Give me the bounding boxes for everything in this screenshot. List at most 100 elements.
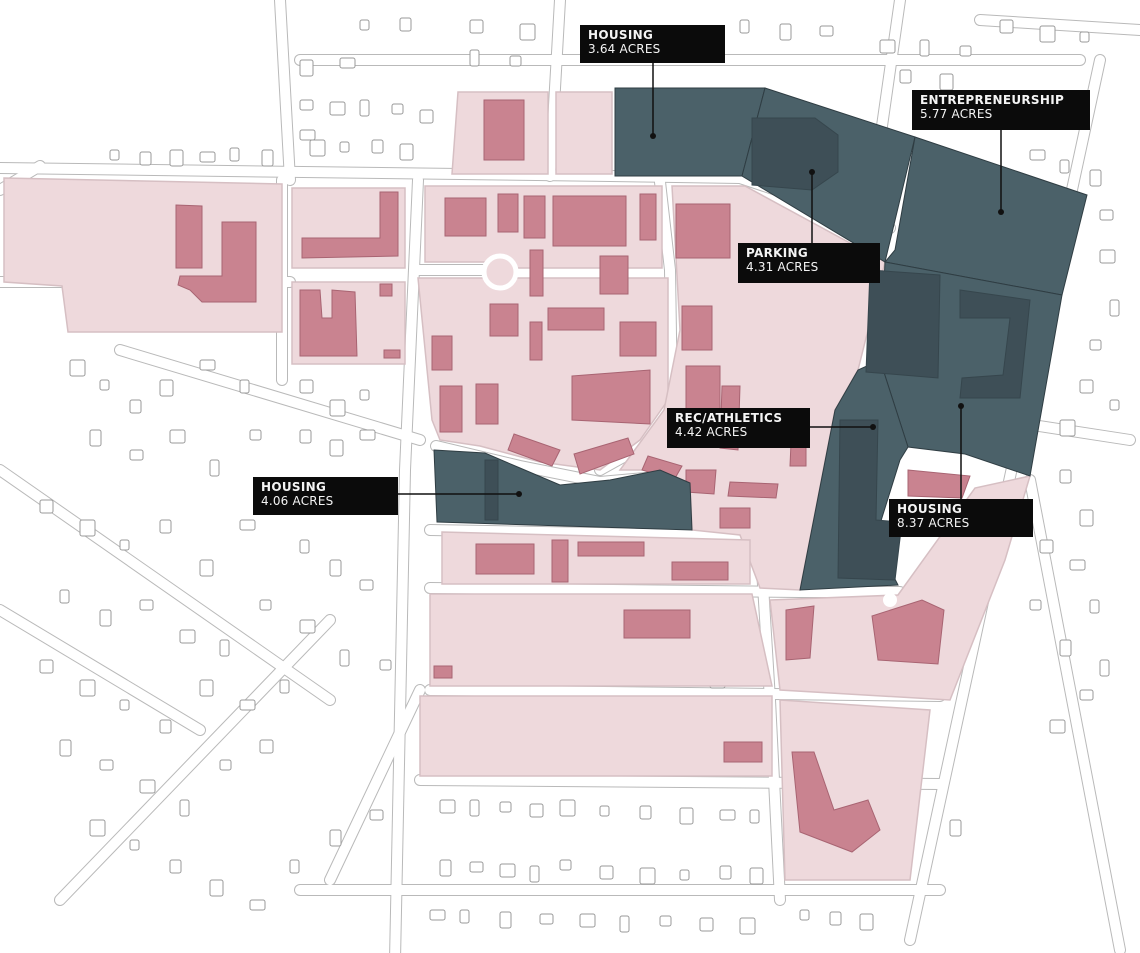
house-footprint [339,141,350,153]
house-footprint [89,819,106,837]
campus-building [489,303,519,337]
house-footprint [599,805,610,817]
house-footprint [309,139,326,157]
parcel-building [865,269,941,379]
house-footprint [1059,419,1076,437]
house-footprint [199,151,216,163]
house-footprint [169,859,182,874]
campus-building [475,543,535,575]
campus-building [175,204,203,269]
callout-housing-west: HOUSING 4.06 ACRES [253,477,398,515]
house-footprint [59,589,70,604]
house-footprint [899,69,912,84]
house-footprint [279,679,290,694]
house-footprint [679,869,690,881]
house-footprint [469,861,484,873]
house-footprint [1049,719,1066,734]
house-footprint [219,639,230,657]
house-footprint [779,23,792,41]
campus-building [529,249,544,297]
house-footprint [559,859,572,871]
house-footprint [199,359,216,371]
campus-building [907,469,971,499]
house-footprint [719,865,732,880]
campus-building [573,437,635,475]
road [875,0,905,145]
house-footprint [299,99,314,111]
campus-building [623,609,691,639]
house-footprint [289,859,300,874]
campus-building [571,369,651,425]
house-footprint [619,915,630,933]
house-footprint [429,909,446,921]
house-footprint [209,459,220,477]
campus-building [483,99,525,161]
campus-building [599,255,629,295]
house-footprint [259,739,274,754]
house-footprint [179,799,190,817]
house-footprint [209,879,224,897]
house-footprint [739,19,750,34]
parcel-housing-north [614,87,766,177]
callout-title: HOUSING [261,480,327,494]
house-footprint [519,23,536,41]
campus-building [785,605,815,661]
callout-title: PARKING [746,246,808,260]
callout-parking: PARKING 4.31 ACRES [738,243,880,283]
campus-building [523,195,546,239]
house-footprint [371,139,384,154]
house-footprint [579,913,596,928]
house-footprint [359,579,374,591]
house-footprint [139,599,154,611]
house-footprint [1029,149,1046,161]
house-footprint [529,865,540,883]
house-footprint [99,759,114,771]
callout-rec-athletics: REC/ATHLETICS 4.42 ACRES [667,408,810,448]
house-footprint [99,609,112,627]
leader-dot [809,169,815,175]
house-footprint [939,73,954,91]
house-footprint [359,389,370,401]
campus-building [497,193,519,233]
campus-building [685,365,721,411]
house-footprint [1099,249,1116,264]
campus-building [547,307,605,331]
callout-acreage: 4.42 ACRES [675,425,748,439]
house-footprint [999,19,1014,34]
house-footprint [69,359,86,377]
road [55,615,335,905]
house-footprint [819,25,834,37]
house-footprint [1079,509,1094,527]
callout-housing-east: HOUSING 8.37 ACRES [889,499,1033,537]
leader-dot [516,491,522,497]
house-footprint [249,429,262,441]
house-footprint [359,19,370,31]
house-footprint [159,719,172,734]
campus-building [639,193,657,241]
house-footprint [1099,659,1110,677]
campus-building [507,433,561,467]
house-footprint [239,699,256,711]
house-footprint [199,559,214,577]
house-footprint [261,149,274,167]
road [115,345,425,445]
house-footprint [109,149,120,161]
house-footprint [749,867,764,885]
leader-dot [998,209,1004,215]
house-footprint [1059,469,1072,484]
house-footprint [639,867,656,885]
house-footprint [79,679,96,697]
house-footprint [129,449,144,461]
house-footprint [359,429,376,441]
house-footprint [919,39,930,57]
house-footprint [259,599,272,611]
house-footprint [1109,399,1120,411]
house-footprint [419,109,434,124]
house-footprint [299,379,314,394]
campus-building [177,221,257,303]
leader-dot [958,403,964,409]
callout-entrepreneurship: ENTREPRENEURSHIP 5.77 ACRES [912,90,1090,130]
campus-block [429,593,773,687]
